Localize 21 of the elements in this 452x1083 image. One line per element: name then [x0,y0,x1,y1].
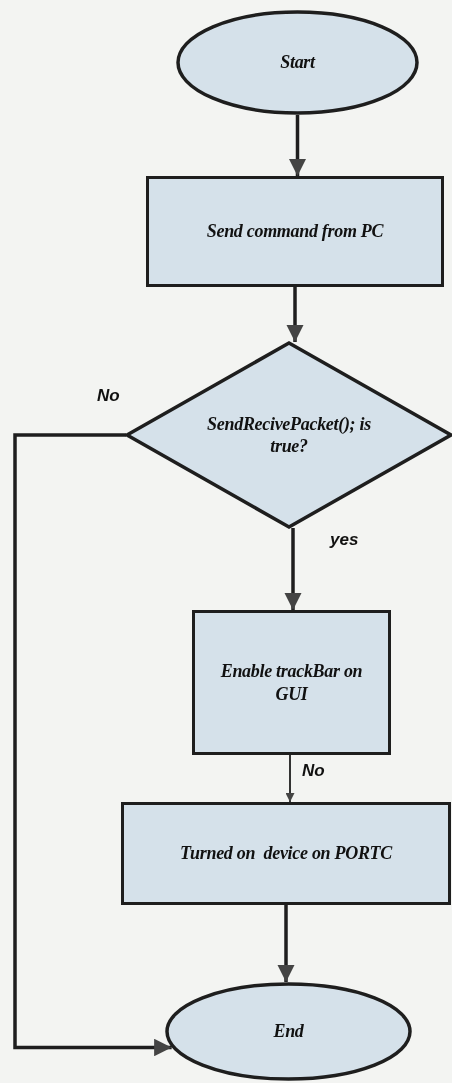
arrow [284,528,302,610]
node-text: Turned on device on PORTC [180,842,392,865]
terminal-ellipse [165,982,412,1081]
decision-diamond [126,342,452,528]
process-box [121,802,451,905]
arrow [13,433,172,1057]
edge-label: No [302,761,325,781]
node-text: Enable trackBar on GUI [219,660,364,705]
edge-label: No [97,386,120,406]
process-box [146,176,444,287]
node-text: Start [280,51,315,74]
arrow [277,905,295,982]
arrow [288,115,307,176]
process-box [192,610,391,755]
node-text: Send command from PC [206,220,384,243]
node-text: SendRecivePacket(); is true? [206,412,372,458]
terminal-ellipse [176,10,419,115]
arrow [286,287,304,342]
node-text: End [273,1020,304,1043]
edge-label: yes [330,530,359,550]
arrow [285,754,295,803]
